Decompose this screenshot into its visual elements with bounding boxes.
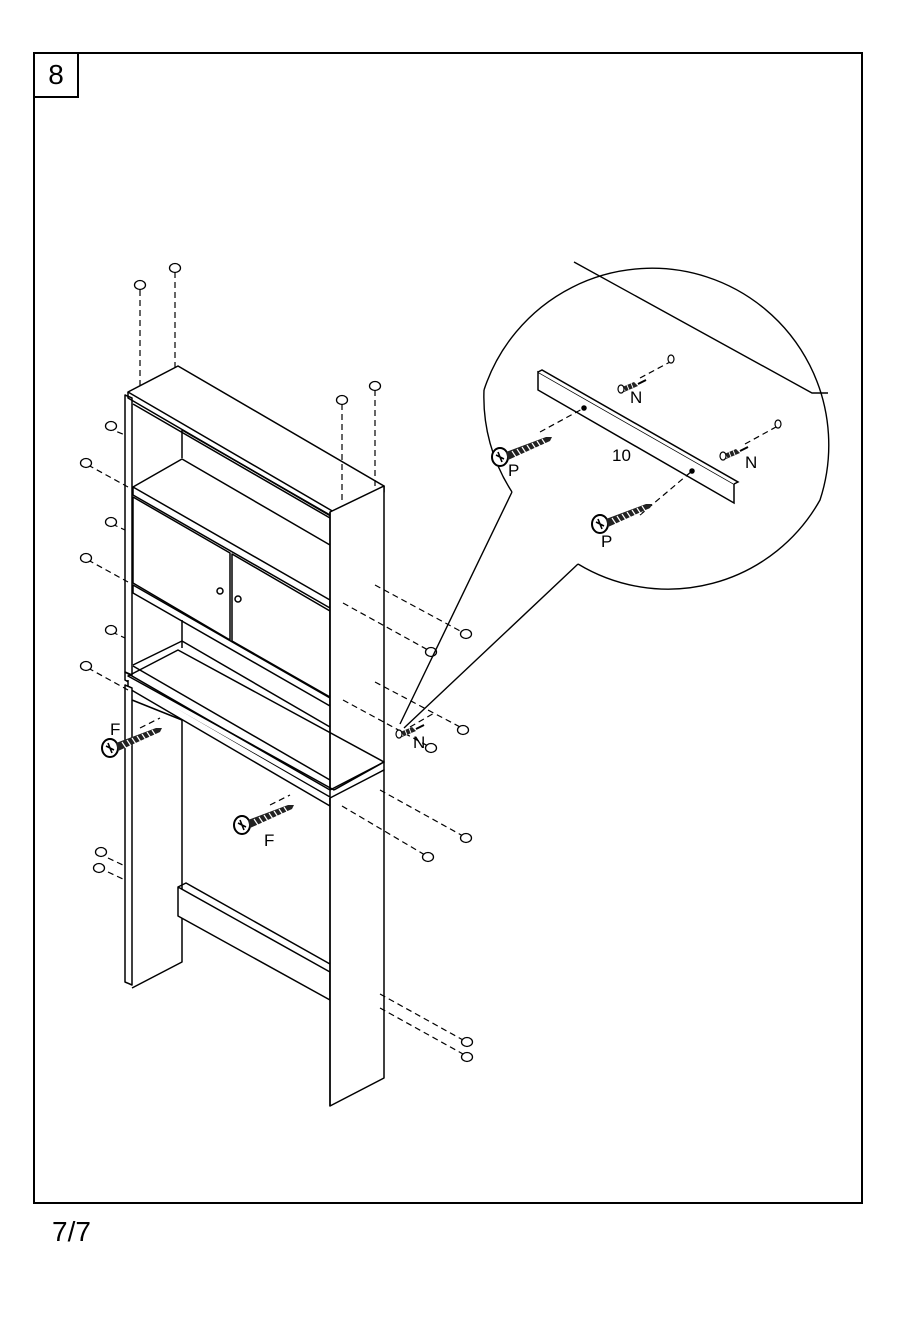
label-part-10: 10: [612, 446, 631, 465]
label-n-upper: N: [630, 388, 642, 407]
left-door: [133, 497, 230, 640]
screw-p-upper: [492, 437, 552, 466]
right-leg: [330, 770, 384, 1106]
screw-p-lower: [592, 504, 652, 533]
label-f-middle: F: [264, 831, 274, 850]
label-p-lower: P: [601, 532, 612, 551]
detail-callout: [400, 262, 829, 728]
screw-f-middle: [234, 805, 294, 834]
top-panel: [128, 366, 384, 512]
label-n-lower: N: [745, 453, 757, 472]
right-door: [232, 554, 330, 697]
cabinet: [125, 366, 384, 1106]
label-n-cabinet: N: [413, 733, 425, 752]
bottom-rail: [178, 887, 330, 1000]
dowel-n-lower: [720, 447, 748, 460]
label-p-upper: P: [508, 461, 519, 480]
right-upper-panel: [330, 486, 384, 790]
label-f-left: F: [110, 720, 120, 739]
